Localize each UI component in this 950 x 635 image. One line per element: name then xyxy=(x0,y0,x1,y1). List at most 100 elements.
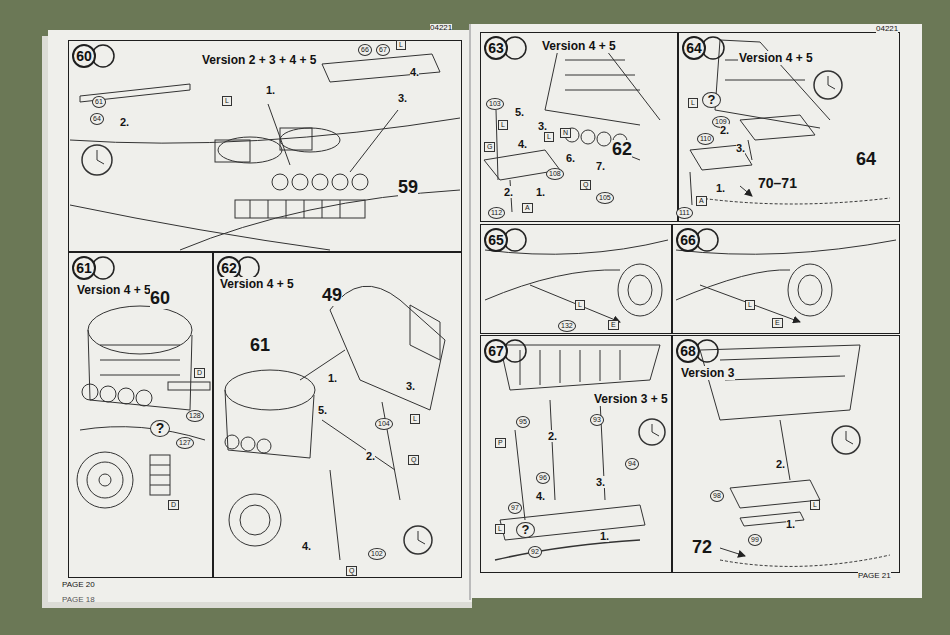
callout-number: 2. xyxy=(776,458,785,470)
step-number: 65 xyxy=(484,228,508,252)
glue-marker: L xyxy=(495,524,505,534)
callout-number: 1. xyxy=(328,372,337,384)
glue-marker: L xyxy=(745,300,755,310)
part-number: 95 xyxy=(516,416,530,428)
version-note: Version 4 + 5 xyxy=(738,51,814,65)
part-number: 64 xyxy=(90,113,104,125)
part-number: 127 xyxy=(176,437,194,449)
step-panel: 65 xyxy=(480,224,672,334)
glue-marker: A xyxy=(696,196,707,206)
part-number: 104 xyxy=(375,418,393,430)
callout-number: 4. xyxy=(410,66,419,78)
callout-number: 7. xyxy=(596,160,605,172)
callout-number: 1. xyxy=(536,186,545,198)
callout-number: PAGE 21 xyxy=(858,572,891,581)
version-note: Version 4 + 5 xyxy=(541,39,617,53)
option-mark: ? xyxy=(702,92,721,108)
callout-number: 3. xyxy=(736,142,745,154)
callout-number: 49 xyxy=(322,286,342,306)
glue-marker: D xyxy=(168,500,179,510)
glue-marker: E xyxy=(772,318,783,328)
glue-marker: L xyxy=(222,96,232,106)
part-number: 108 xyxy=(546,168,564,180)
callout-number: 2. xyxy=(720,124,729,136)
callout-number: 1. xyxy=(786,518,795,530)
callout-number: 2. xyxy=(504,186,513,198)
callout-number: 2. xyxy=(366,450,375,462)
callout-number: 70–71 xyxy=(758,176,797,191)
part-number: 111 xyxy=(676,207,693,219)
part-number: 96 xyxy=(536,472,550,484)
callout-number: 62 xyxy=(612,140,632,160)
step-number: 61 xyxy=(72,256,96,280)
callout-number: 5. xyxy=(318,404,327,416)
part-number: 99 xyxy=(748,534,762,546)
callout-number: 6. xyxy=(566,152,575,164)
part-number: 66 xyxy=(358,44,372,56)
callout-number: 3. xyxy=(398,92,407,104)
glue-marker: E xyxy=(608,320,619,330)
callout-number: 1. xyxy=(716,182,725,194)
version-note: Version 4 + 5 xyxy=(76,283,152,297)
version-note: Version 3 xyxy=(680,366,735,380)
callout-number: 4. xyxy=(302,540,311,552)
callout-number: 04221 xyxy=(876,25,898,34)
version-note: Version 3 + 5 xyxy=(593,392,669,406)
glue-marker: G xyxy=(484,142,495,152)
step-panel: 60 Version 2 + 3 + 4 + 5 xyxy=(68,40,462,252)
callout-number: 61 xyxy=(250,336,270,356)
part-number: 93 xyxy=(590,414,604,426)
callout-number: 2. xyxy=(120,116,129,128)
callout-number: 5. xyxy=(515,106,524,118)
step-number: 63 xyxy=(484,36,508,60)
callout-number: 1. xyxy=(600,530,609,542)
part-number: 102 xyxy=(368,548,386,560)
part-number: 128 xyxy=(186,410,204,422)
part-number: 61 xyxy=(92,96,106,108)
glue-marker: L xyxy=(810,500,820,510)
glue-marker: D xyxy=(194,368,205,378)
step-number: 66 xyxy=(676,228,700,252)
part-number: 94 xyxy=(625,458,639,470)
callout-number: 3. xyxy=(406,380,415,392)
callout-number: 4. xyxy=(536,490,545,502)
callout-number: 72 xyxy=(692,538,712,558)
callout-number: 4. xyxy=(518,138,527,150)
step-number: 60 xyxy=(72,44,96,68)
callout-number: 2. xyxy=(548,430,557,442)
callout-number: 3. xyxy=(596,476,605,488)
part-number: 105 xyxy=(596,192,614,204)
glue-marker: L xyxy=(498,120,508,130)
glue-marker: L xyxy=(410,414,420,424)
version-note: Version 2 + 3 + 4 + 5 xyxy=(201,53,317,67)
callout-number: 60 xyxy=(150,289,170,309)
callout-number: PAGE 20 xyxy=(62,581,95,590)
step-number: 64 xyxy=(682,36,706,60)
callout-number: 1. xyxy=(266,84,275,96)
part-number: 97 xyxy=(508,502,522,514)
part-number: 132 xyxy=(558,320,576,332)
part-number: 103 xyxy=(486,98,504,110)
step-number: 67 xyxy=(484,339,508,363)
part-number: 92 xyxy=(528,546,542,558)
part-number: 110 xyxy=(697,133,714,145)
step-number: 68 xyxy=(676,339,700,363)
glue-marker: Q xyxy=(580,180,591,190)
callout-number: 59 xyxy=(398,178,418,198)
option-mark: ? xyxy=(516,522,535,538)
glue-marker: L xyxy=(396,40,406,50)
part-number: 67 xyxy=(376,44,390,56)
step-panel: 67Version 3 + 5 xyxy=(480,335,672,573)
step-panel: 64Version 4 + 5 xyxy=(678,32,900,222)
step-panel: 66 xyxy=(672,224,900,334)
callout-number: PAGE 18 xyxy=(62,596,95,605)
glue-marker: N xyxy=(560,128,571,138)
part-number: 98 xyxy=(710,490,724,502)
part-number: 112 xyxy=(488,207,505,219)
glue-marker: Q xyxy=(346,566,357,576)
glue-marker: Q xyxy=(408,455,419,465)
glue-marker: L xyxy=(688,98,698,108)
callout-number: 64 xyxy=(856,150,876,170)
